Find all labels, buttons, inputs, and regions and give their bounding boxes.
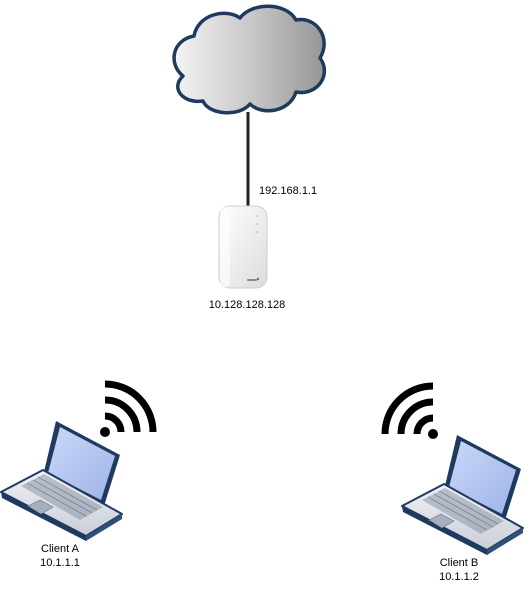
laptop-icon-client-a [0,421,123,541]
access-point-icon [218,205,268,289]
access-point-ip-label: 10.128.128.128 [208,299,286,311]
wifi-signal-icon-client-b [381,382,438,439]
client-a-ip-label: 10.1.1.1 [40,557,80,569]
client-a-name-label: Client A [41,543,79,555]
cloud-icon [172,4,327,115]
client-b-ip-label: 10.1.1.2 [439,571,479,583]
client-b-name-label: Client B [439,557,479,569]
wifi-signal-icon-client-a [100,380,157,437]
laptop-icon-client-b [401,435,524,555]
uplink-ip-label: 192.168.1.1 [259,185,318,197]
